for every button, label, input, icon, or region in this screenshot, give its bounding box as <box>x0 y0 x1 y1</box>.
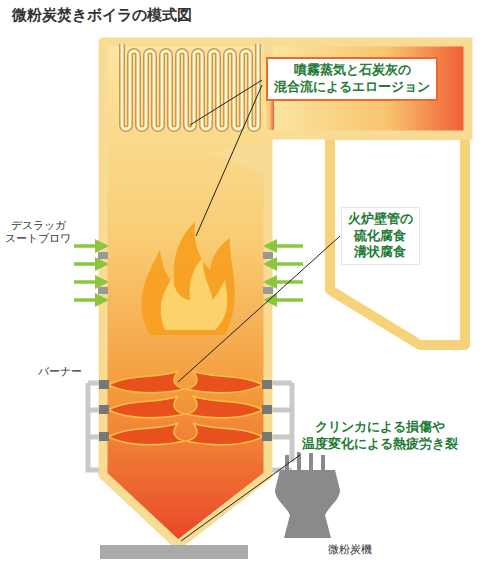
callout-box: 噴霧蒸気と石炭灰の 混合流によるエロージョン <box>266 57 438 101</box>
soot-blower-arrows <box>74 246 303 300</box>
label-text: 微粉炭機 <box>328 543 372 556</box>
leader-lines <box>178 80 340 541</box>
burner-flames <box>108 371 263 445</box>
title-text: 微粉炭焚きボイラの模式図 <box>12 6 192 24</box>
part-label: デスラッガ スートブロワ <box>5 219 71 245</box>
callout-text: 火炉壁管の 硫化腐食 溝状腐食 <box>348 211 413 262</box>
label-text: デスラッガ スートブロワ <box>5 219 71 245</box>
part-label: 微粉炭機 <box>328 543 372 556</box>
back-pass <box>330 135 465 345</box>
part-label: バーナー <box>38 365 82 378</box>
flame <box>141 222 234 335</box>
label-text: バーナー <box>38 365 82 378</box>
label-text: クリンカによる損傷や 温度変化による熱疲労き裂 <box>302 419 458 453</box>
furnace <box>103 42 268 545</box>
soot-blower-nozzles <box>98 252 273 294</box>
pulverizer <box>275 452 340 538</box>
gas-duct <box>268 42 468 135</box>
damage-note: クリンカによる損傷や 温度変化による熱疲労き裂 <box>300 419 460 453</box>
callout-text: 噴霧蒸気と石炭灰の 混合流によるエロージョン <box>274 62 430 96</box>
superheater-coils <box>122 44 258 129</box>
burner-nozzles <box>99 380 272 441</box>
diagram-title: 微粉炭焚きボイラの模式図 <box>12 6 192 25</box>
callout-box: 火炉壁管の 硫化腐食 溝状腐食 <box>341 207 420 266</box>
furnace-nose <box>208 142 268 175</box>
ground <box>100 545 248 559</box>
